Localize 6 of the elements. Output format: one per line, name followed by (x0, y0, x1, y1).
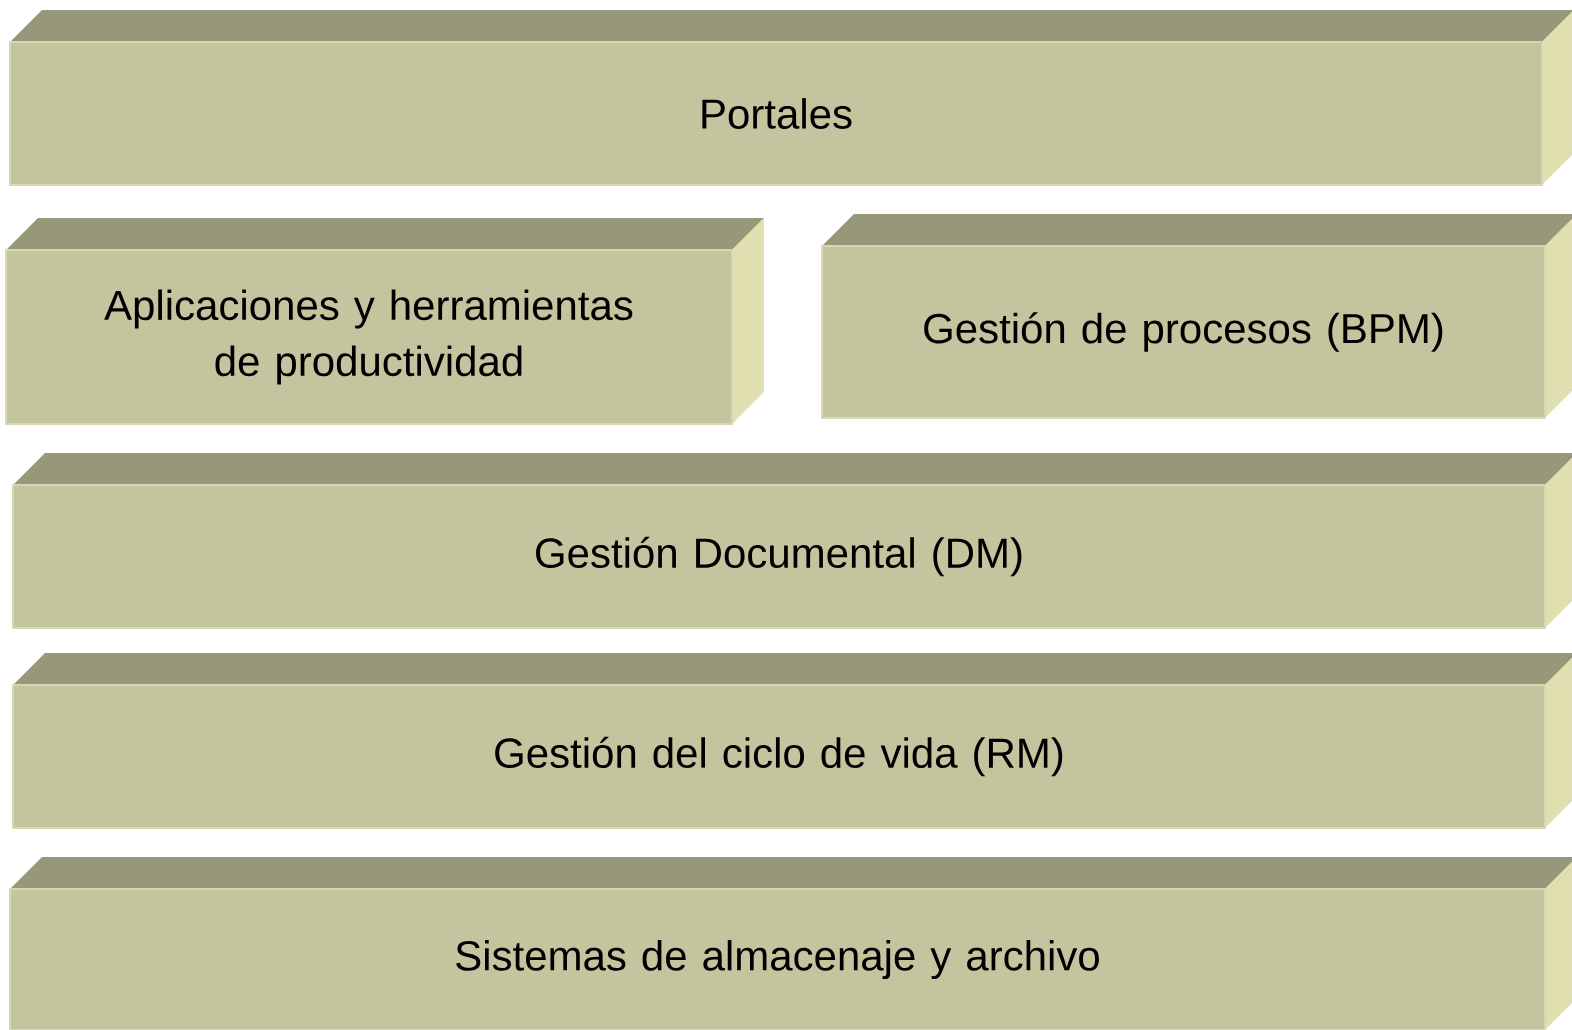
layer-box: Gestión Documental (DM) (12, 453, 1572, 629)
layer-box: Aplicaciones y herramientas de productividad (5, 218, 764, 425)
layer-box: Portales (9, 10, 1572, 186)
layer-box: Gestión de procesos (BPM) (821, 214, 1572, 419)
layer-box: Sistemas de almacenaje y archivo (9, 857, 1572, 1030)
layer-box: Gestión del ciclo de vida (RM) (12, 653, 1572, 829)
